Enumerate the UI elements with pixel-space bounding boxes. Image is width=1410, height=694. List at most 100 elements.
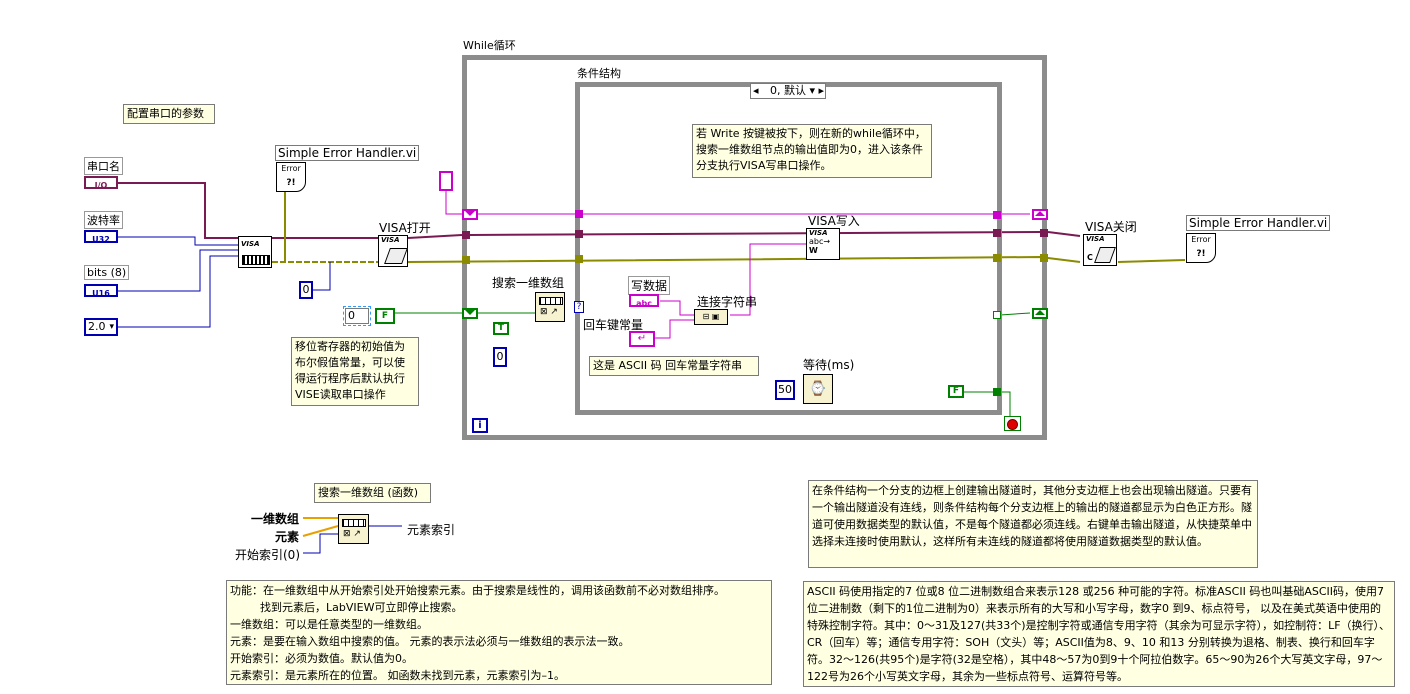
tunnel-right-visa (1040, 229, 1048, 237)
while-loop-frame[interactable] (462, 55, 1047, 440)
case-tunnel-left-error (575, 255, 583, 263)
shift-register-left-bool[interactable] (462, 308, 478, 319)
string-control-top[interactable] (439, 171, 453, 191)
visa-close-label: VISA关闭 (1085, 220, 1137, 234)
case-tunnel-right-bool (993, 311, 1001, 319)
ring-dropdown-icon[interactable]: ▾ (109, 322, 114, 332)
case-tunnel-right-stop (993, 388, 1001, 396)
search-array-node[interactable]: ⊠ ↗ (535, 292, 565, 322)
serial-connector-icon (242, 255, 270, 265)
cr-constant-label: 回车键常量 (583, 318, 644, 332)
abc-tag: abc (636, 299, 652, 308)
write-data-control[interactable]: abc (629, 294, 659, 308)
simple-error-handler-2-node[interactable]: Error ?! (1186, 233, 1216, 263)
visa-configure-icon: VISA (241, 240, 260, 248)
numeric-constant-zero-2[interactable]: 0 (343, 306, 371, 326)
func-description-note: 功能：在一维数组中从开始索引处开始搜索元素。由于搜索是线性的，调用该函数前不必对… (226, 580, 772, 685)
visa-open-label: VISA打开 (379, 221, 431, 235)
bool-true-constant[interactable]: T (493, 322, 509, 335)
func-search-array-icon: ⊠ ↗ (338, 514, 369, 544)
port-name-label: 串口名 (84, 157, 123, 175)
func-pointer-icon: ⊠ ↗ (343, 529, 361, 539)
visa-write-label: VISA写入 (808, 214, 860, 228)
case-tunnel-left-visa (575, 230, 583, 238)
error-dialog-icon-2: Error (1191, 235, 1211, 244)
visa-write-icon: VISA (809, 229, 828, 237)
shift-register-note: 移位寄存器的初始值为布尔假值常量，可以使得运行程序后默认执行VISE读取串口操作 (291, 337, 419, 406)
visa-close-node[interactable]: VISA C (1083, 234, 1117, 266)
concat-string-label: 连接字符串 (697, 295, 758, 309)
stop-bits-value: 2.0 (88, 320, 106, 333)
ascii-constant-note: 这是 ASCII 码 回车常量字符串 (589, 356, 759, 376)
shift-register-right-bool[interactable] (1032, 308, 1048, 319)
visa-write-node[interactable]: VISA abc→ W (806, 228, 840, 260)
shift-register-left-string[interactable] (462, 209, 478, 220)
loop-condition-terminal[interactable] (1004, 416, 1021, 431)
bits-label: bits (8) (84, 265, 130, 280)
simple-error-handler-1-node[interactable]: Error ?! (276, 162, 306, 192)
stop-icon (1007, 419, 1018, 430)
clock-icon: ⌚ (809, 381, 827, 397)
wait-ms-node[interactable]: ⌚ (803, 374, 833, 404)
case-selector-value: 0, 默认 (770, 84, 806, 97)
wait-value-constant[interactable]: 50 (775, 380, 795, 400)
baud-rate-label: 波特率 (84, 211, 123, 229)
close-c-icon: C (1087, 253, 1093, 262)
func-term-array: 一维数组 (251, 512, 300, 526)
ascii-long-note: ASCII 码使用指定的7 位或8 位二进制数组合来表示128 或256 种可能… (803, 581, 1395, 687)
tunnel-right-error (1040, 254, 1048, 262)
case-prev-icon[interactable]: ◂ (753, 84, 759, 97)
func-array-icon (342, 519, 366, 527)
cr-constant[interactable]: ↵ (629, 331, 655, 347)
case-structure-label: 条件结构 (577, 67, 621, 80)
wait-ms-label: 等待(ms) (803, 358, 855, 372)
func-term-start: 开始索引(0) (235, 548, 300, 562)
visa-configure-serial-node[interactable]: VISA (238, 236, 272, 268)
case-next-icon[interactable]: ▸ (818, 84, 824, 97)
tunnel-note: 在条件结构一个分支的边框上创建输出隧道时，其他分支边框上也会出现输出隧道。只要有… (808, 480, 1258, 568)
array-search-icon (539, 297, 563, 305)
concat-icon: ⊟ ▣ (702, 312, 720, 321)
func-term-index: 元素索引 (407, 523, 456, 537)
write-abc-icon: abc→ (809, 237, 831, 246)
bits-control[interactable]: U16 (84, 284, 118, 298)
concat-string-node[interactable]: ⊟ ▣ (694, 309, 728, 325)
numeric-constant-zero-1[interactable]: 0 (299, 281, 313, 299)
search-array-label: 搜索一维数组 (492, 276, 565, 290)
case-tunnel-left-string (575, 210, 583, 218)
search-output-indicator: ? (574, 301, 584, 313)
u16-tag: U16 (92, 289, 110, 298)
search-pointer-icon: ⊠ ↗ (540, 307, 558, 317)
visa-close-icon: VISA (1086, 235, 1105, 243)
visa-open-icon: VISA (381, 236, 400, 244)
baud-rate-control[interactable]: U32 (84, 230, 118, 244)
stop-bits-ring[interactable]: 2.0 ▾ (84, 318, 118, 336)
case-tunnel-right-visa (993, 229, 1001, 237)
simple-error-handler-1-label: Simple Error Handler.vi (275, 145, 420, 161)
case-selector[interactable]: ◂ 0, 默认 ▾ ▸ (750, 83, 826, 99)
shift-register-right-string[interactable] (1032, 209, 1048, 220)
config-serial-note: 配置串口的参数 (123, 104, 215, 124)
visa-open-node[interactable]: VISA (378, 235, 408, 267)
loop-iteration-terminal: i (472, 418, 488, 433)
simple-error-handler-2-label: Simple Error Handler.vi (1186, 215, 1331, 231)
bool-false-constant-1[interactable]: F (375, 308, 395, 324)
error-question-icon-2: ?! (1196, 249, 1206, 259)
error-dialog-icon: Error (281, 164, 301, 173)
numeric-constant-zero-3[interactable]: 0 (493, 347, 507, 367)
case-dropdown-icon[interactable]: ▾ (809, 84, 815, 97)
error-question-icon: ?! (286, 178, 296, 188)
case-tunnel-right-string (993, 211, 1001, 219)
u32-tag: U32 (92, 235, 110, 244)
tunnel-left-error (462, 256, 470, 264)
func-title-note: 搜索一维数组 (函数) (314, 483, 431, 503)
bool-false-constant-2[interactable]: F (948, 385, 964, 398)
write-w-icon: W (809, 246, 818, 255)
write-trigger-note: 若 Write 按键被按下，则在新的while循环中，搜索一维数组节点的输出值即… (692, 124, 932, 178)
while-loop-label: While循环 (463, 39, 516, 52)
tunnel-left-visa (462, 231, 470, 239)
io-tag: I/O (94, 181, 108, 190)
port-name-control[interactable]: I/O (84, 176, 118, 190)
